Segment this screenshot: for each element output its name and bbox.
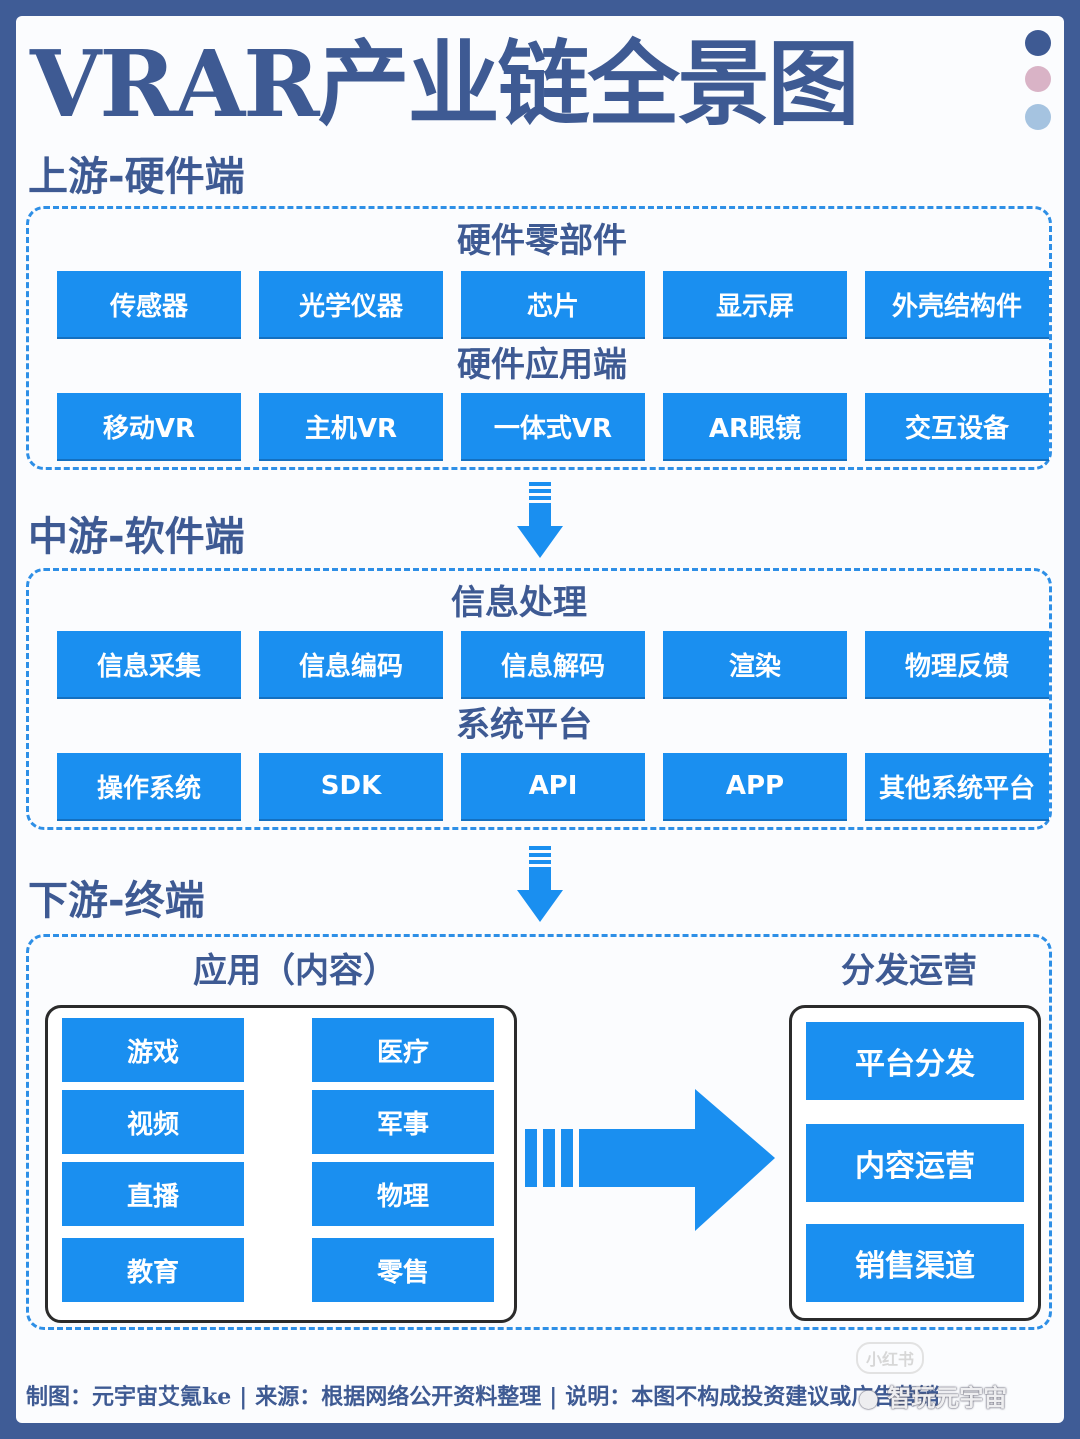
xiaohongshu-watermark: 小红书 xyxy=(856,1342,925,1374)
system-platform-row: 操作系统 SDK API APP 其他系统平台 xyxy=(57,753,1049,819)
app-game: 游戏 xyxy=(62,1018,244,1082)
hardware-part-chip: 芯片 xyxy=(461,271,645,337)
info-collection: 信息采集 xyxy=(57,631,241,697)
midstream-panel: 信息处理 信息采集 信息编码 信息解码 渲染 物理反馈 系统平台 操作系统 SD… xyxy=(26,568,1052,830)
hardware-part-sensor: 传感器 xyxy=(57,271,241,337)
sales-channel: 销售渠道 xyxy=(806,1224,1024,1302)
apps-title: 应用（内容） xyxy=(193,951,397,991)
hardware-apps-row: 移动VR 主机VR 一体式VR AR眼镜 交互设备 xyxy=(57,393,1049,459)
hardware-app-console-vr: 主机VR xyxy=(259,393,443,459)
decor-dot-navy xyxy=(1025,30,1051,56)
arrow-right-icon xyxy=(525,1089,775,1231)
footer-note: 说明：本图不构成投资建议或广告营销 xyxy=(565,1384,940,1410)
app: APP xyxy=(663,753,847,819)
footer-source: 来源：根据网络公开资料整理 xyxy=(255,1384,542,1410)
app-military: 军事 xyxy=(312,1090,494,1154)
info-processing-row: 信息采集 信息编码 信息解码 渲染 物理反馈 xyxy=(57,631,1049,697)
distribution-title: 分发运营 xyxy=(841,951,977,991)
hardware-part-optics: 光学仪器 xyxy=(259,271,443,337)
upstream-title: 上游-硬件端 xyxy=(28,154,245,200)
info-decoding: 信息解码 xyxy=(461,631,645,697)
api: API xyxy=(461,753,645,819)
poster: VRAR产业链全景图 上游-硬件端 硬件零部件 传感器 光学仪器 芯片 显示屏 … xyxy=(16,16,1064,1423)
hardware-apps-title: 硬件应用端 xyxy=(457,345,627,385)
platform-distribution: 平台分发 xyxy=(806,1022,1024,1100)
app-physics: 物理 xyxy=(312,1162,494,1226)
app-medical: 医疗 xyxy=(312,1018,494,1082)
other-system-platform: 其他系统平台 xyxy=(865,753,1049,819)
physical-feedback: 物理反馈 xyxy=(865,631,1049,697)
app-live: 直播 xyxy=(62,1162,244,1226)
footer-credit: 制图：元宇宙艾氪ke xyxy=(26,1384,232,1410)
sdk: SDK xyxy=(259,753,443,819)
hardware-parts-title: 硬件零部件 xyxy=(457,221,627,261)
hardware-app-interaction-device: 交互设备 xyxy=(865,393,1049,459)
footer-separator: | xyxy=(549,1384,558,1410)
arrow-down-icon xyxy=(517,482,563,558)
arrow-down-icon xyxy=(517,846,563,922)
footer: 制图：元宇宙艾氪ke | 来源：根据网络公开资料整理 | 说明：本图不构成投资建议或广告… xyxy=(26,1382,939,1412)
hardware-app-ar-glasses: AR眼镜 xyxy=(663,393,847,459)
distribution-group: 平台分发 内容运营 销售渠道 xyxy=(789,1005,1041,1321)
page-title: VRAR产业链全景图 xyxy=(30,30,860,138)
hardware-parts-row: 传感器 光学仪器 芯片 显示屏 外壳结构件 xyxy=(57,271,1049,337)
apps-group: 游戏 视频 直播 教育 医疗 军事 物理 零售 xyxy=(45,1005,517,1323)
footer-separator: | xyxy=(239,1384,248,1410)
app-education: 教育 xyxy=(62,1238,244,1302)
downstream-panel: 应用（内容） 游戏 视频 直播 教育 医疗 军事 物理 零售 分发运营 平台分发… xyxy=(26,934,1052,1330)
content-operation: 内容运营 xyxy=(806,1124,1024,1202)
rendering: 渲染 xyxy=(663,631,847,697)
info-processing-title: 信息处理 xyxy=(451,583,587,623)
operating-system: 操作系统 xyxy=(57,753,241,819)
midstream-title: 中游-软件端 xyxy=(28,514,245,560)
app-video: 视频 xyxy=(62,1090,244,1154)
system-platform-title: 系统平台 xyxy=(456,705,592,745)
info-encoding: 信息编码 xyxy=(259,631,443,697)
hardware-app-mobile-vr: 移动VR xyxy=(57,393,241,459)
downstream-title: 下游-终端 xyxy=(28,878,205,924)
decor-dot-light-blue xyxy=(1025,104,1051,130)
hardware-part-shell: 外壳结构件 xyxy=(865,271,1049,337)
hardware-app-standalone-vr: 一体式VR xyxy=(461,393,645,459)
upstream-panel: 硬件零部件 传感器 光学仪器 芯片 显示屏 外壳结构件 硬件应用端 移动VR 主… xyxy=(26,206,1052,470)
decor-dot-pink xyxy=(1025,66,1051,92)
hardware-part-display: 显示屏 xyxy=(663,271,847,337)
app-retail: 零售 xyxy=(312,1238,494,1302)
